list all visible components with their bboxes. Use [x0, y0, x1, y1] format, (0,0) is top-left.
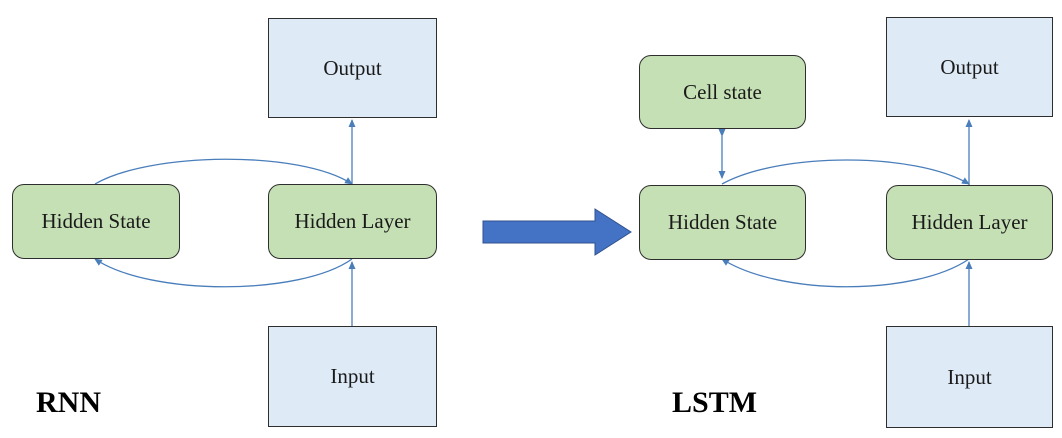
lstm-input-label: Input [947, 364, 992, 389]
lstm-cell-state-label: Cell state [683, 79, 762, 104]
lstm-hidden-state-label: Hidden State [667, 210, 778, 234]
rnn-input-box: Input [268, 326, 437, 427]
lstm-hidden-layer-box: Hidden Layer [886, 185, 1053, 260]
lstm-hidden-layer-label: Hidden Layer [911, 210, 1028, 234]
rnn-hidden-state-label: Hidden State [41, 209, 151, 233]
lstm-cell-state-box: Cell state [639, 55, 806, 129]
rnn-output-box: Output [268, 18, 437, 118]
rnn-hidden-state-box: Hidden State [12, 184, 180, 259]
lstm-output-box: Output [886, 17, 1053, 117]
rnn-to-lstm-arrow [482, 208, 632, 256]
lstm-layer-to-state-bottom-arc [721, 258, 970, 288]
lstm-input-box: Input [886, 326, 1053, 428]
lstm-output-label: Output [940, 54, 999, 79]
rnn-input-label: Input [330, 364, 375, 388]
rnn-state-to-layer-top-arc [94, 158, 353, 185]
rnn-hidden-layer-label: Hidden Layer [294, 209, 411, 233]
rnn-layer-to-state-bottom-arc [94, 258, 353, 288]
rnn-hidden-layer-box: Hidden Layer [268, 184, 437, 259]
lstm-state-to-layer-top-arc [721, 159, 970, 185]
lstm-title: LSTM [672, 386, 758, 419]
rnn-output-label: Output [323, 55, 382, 80]
rnn-title: RNN [36, 386, 101, 419]
lstm-hidden-state-box: Hidden State [639, 185, 806, 260]
